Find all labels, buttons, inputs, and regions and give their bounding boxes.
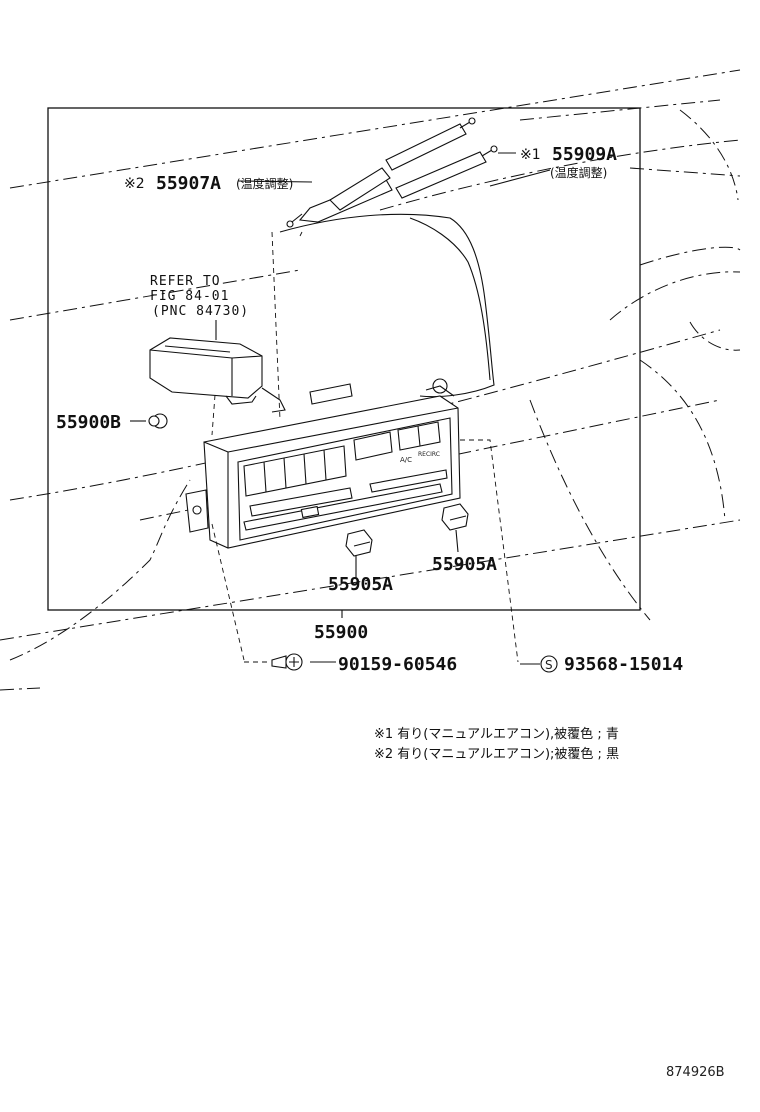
console-housing: [279, 213, 495, 398]
callout-frame: [47, 107, 641, 611]
desc-55907a: (温度調整): [236, 176, 293, 191]
bolt-90159-60546: [244, 653, 303, 671]
label-55909a: 55909A: [552, 144, 617, 165]
label-55907a: 55907A: [156, 173, 221, 194]
leader-lines: [215, 152, 551, 665]
label-55900: 55900: [314, 622, 368, 643]
heater-control-panel: A/C RECIRC: [185, 378, 519, 663]
label-55905a-left: 55905A: [328, 574, 393, 595]
label-55905a-right: 55905A: [432, 554, 497, 575]
dashboard-outline: [0, 69, 741, 691]
clip-symbol-letter: S: [545, 658, 553, 672]
refer-line-3: (PNC 84730): [152, 304, 249, 319]
screw-55900b: [130, 413, 168, 429]
label-90159-60546: 90159-60546: [338, 654, 457, 675]
recirc-button-label: RECIRC: [418, 451, 440, 458]
footnote-1: ※1 有り(マニュアルエアコン),被覆色 ; 青: [374, 726, 619, 742]
control-cables: [271, 117, 498, 421]
mark-55907a: ※2: [124, 176, 145, 192]
refer-line-2: FIG 84-01: [150, 289, 229, 304]
knob-55905a-left: [345, 529, 373, 578]
clip-symbol: S: [540, 655, 558, 673]
label-93568-15014: 93568-15014: [564, 654, 683, 675]
label-55900b: 55900B: [56, 412, 121, 433]
ac-button-label: A/C: [400, 456, 412, 464]
ac-amplifier-module: [149, 337, 286, 436]
figure-id: 874926B: [666, 1065, 725, 1080]
footnote-2: ※2 有り(マニュアルエアコン);被覆色 ; 黒: [374, 746, 619, 762]
mark-55909a: ※1: [520, 147, 541, 163]
refer-line-1: REFER TO: [150, 274, 221, 289]
knob-55905a-right: [441, 503, 469, 553]
desc-55909a: (温度調整): [550, 165, 607, 180]
